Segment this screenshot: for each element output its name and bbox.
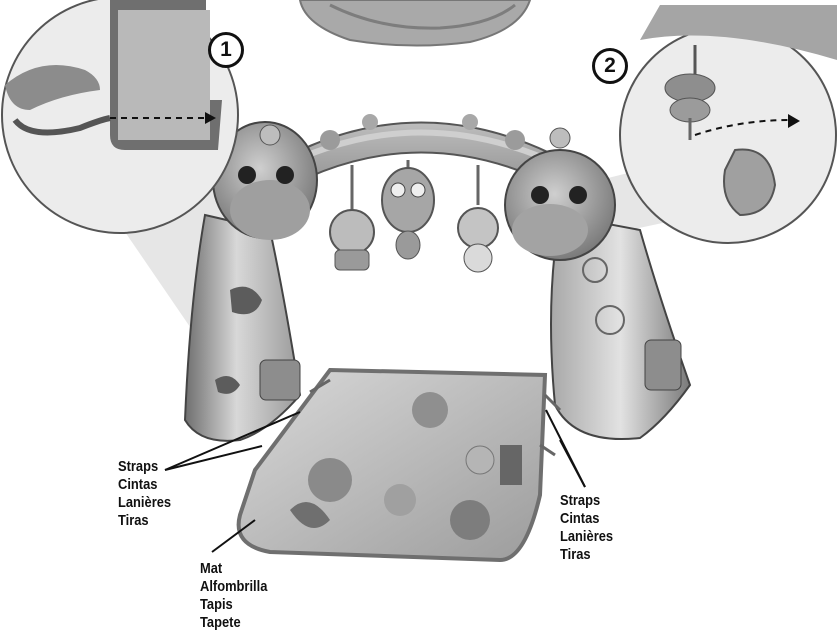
mat-label-en: Mat (200, 560, 267, 578)
mat-label-pt: Tapete (200, 614, 267, 632)
straps-label-left: Straps Cintas Lanières Tiras (118, 458, 171, 530)
straps-label-pt: Tiras (118, 512, 171, 530)
mat-label: Mat Alfombrilla Tapis Tapete (200, 560, 267, 632)
straps-label-fr: Lanières (118, 494, 171, 512)
step-number-2: 2 (592, 48, 628, 84)
straps-label-es: Cintas (118, 476, 171, 494)
detail-circle-2 (620, 5, 837, 243)
straps-label-es: Cintas (560, 510, 613, 528)
mat-label-es: Alfombrilla (200, 578, 267, 596)
straps-label-right: Straps Cintas Lanières Tiras (560, 492, 613, 564)
top-mat-fragment (300, 0, 530, 46)
hanging-toys (330, 160, 498, 272)
detail-circle-1 (2, 0, 238, 233)
mat-label-fr: Tapis (200, 596, 267, 614)
straps-label-pt: Tiras (560, 546, 613, 564)
straps-label-fr: Lanières (560, 528, 613, 546)
straps-label-en: Straps (560, 492, 613, 510)
step-number-1: 1 (208, 32, 244, 68)
straps-label-en: Straps (118, 458, 171, 476)
